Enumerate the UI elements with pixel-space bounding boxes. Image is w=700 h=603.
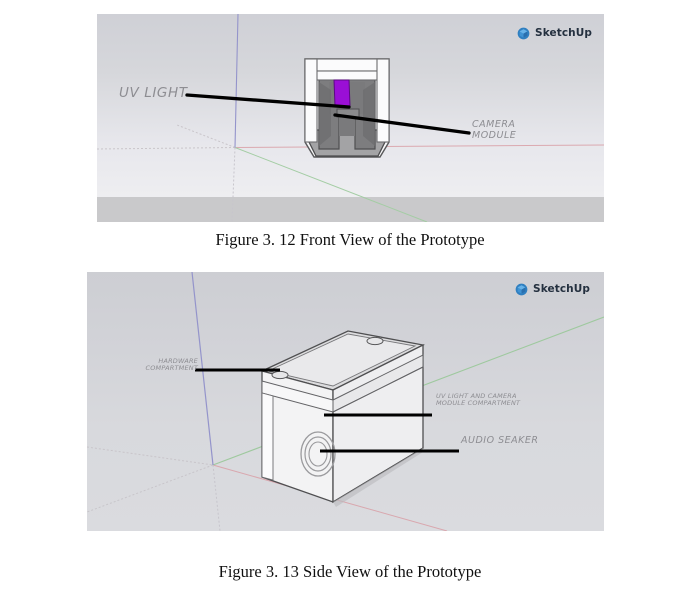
sketchup-wordmark: SketchUp (535, 27, 592, 40)
camera-module-label: CAMERA MODULE (472, 119, 517, 141)
figure-2-caption: Figure 3. 13 Side View of the Prototype (218, 562, 482, 581)
sketchup-cube-icon (515, 283, 528, 296)
hardware-compartment-label: HARDWARE COMPARTMENT (145, 357, 198, 373)
audio-speaker-label: AUDIO SEAKER (461, 435, 539, 446)
uv-light-label: UV LIGHT (119, 85, 188, 101)
uv-camera-module-compartment-label: UV LIGHT AND CAMERA MODULE COMPARTMENT (436, 392, 521, 408)
sketchup-watermark: SketchUp (515, 283, 590, 296)
figure-1-image: UV LIGHT CAMERA MODULE SketchUp (97, 14, 604, 222)
sketchup-watermark: SketchUp (517, 27, 592, 40)
figure-1-ground-band (97, 197, 604, 222)
figure-1-background (97, 14, 604, 222)
figure-2-image: HARDWARE COMPARTMENT UV LIGHT AND CAMERA… (87, 272, 604, 531)
sketchup-cube-icon (517, 27, 530, 40)
figure-2-background (87, 272, 604, 531)
sketchup-wordmark: SketchUp (533, 283, 590, 296)
figure-1-caption: Figure 3. 12 Front View of the Prototype (215, 230, 485, 249)
